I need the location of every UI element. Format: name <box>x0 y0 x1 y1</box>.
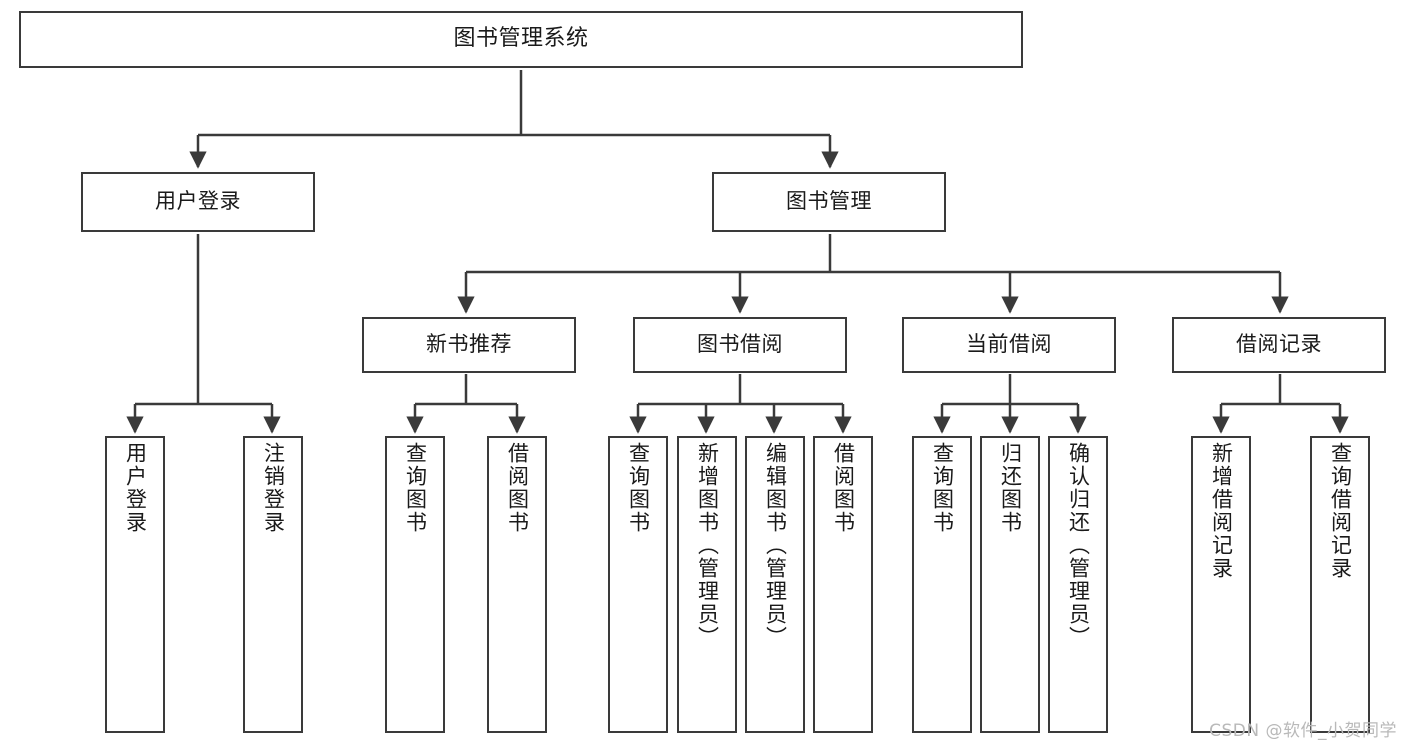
leaf-borrow-book-2[interactable]: 借阅图书 <box>813 436 873 733</box>
leaf-query-record-label: 查询借阅记录 <box>1328 442 1353 580</box>
leaf-query-book-1-label: 查询图书 <box>403 442 428 534</box>
leaf-edit-book[interactable]: 编辑图书（管理员） <box>745 436 805 733</box>
leaf-query-book-3-label: 查询图书 <box>930 442 955 534</box>
node-root[interactable]: 图书管理系统 <box>19 11 1023 68</box>
node-book-manage-label: 图书管理 <box>786 189 872 214</box>
leaf-borrow-book-1[interactable]: 借阅图书 <box>487 436 547 733</box>
node-user-login-label: 用户登录 <box>155 189 241 214</box>
node-root-label: 图书管理系统 <box>453 26 589 52</box>
watermark: CSDN @软件_小贺同学 <box>1209 721 1397 741</box>
leaf-query-book-1[interactable]: 查询图书 <box>385 436 445 733</box>
leaf-confirm-return[interactable]: 确认归还（管理员） <box>1048 436 1108 733</box>
leaf-query-book-3[interactable]: 查询图书 <box>912 436 972 733</box>
node-borrow-record[interactable]: 借阅记录 <box>1172 317 1386 373</box>
node-user-login[interactable]: 用户登录 <box>81 172 315 232</box>
leaf-add-book-label: 新增图书（管理员） <box>695 442 720 649</box>
leaf-borrow-book-2-label: 借阅图书 <box>831 442 856 534</box>
leaf-return-book[interactable]: 归还图书 <box>980 436 1040 733</box>
leaf-add-record[interactable]: 新增借阅记录 <box>1191 436 1251 733</box>
leaf-query-book-2-label: 查询图书 <box>626 442 651 534</box>
node-current-borrow-label: 当前借阅 <box>966 332 1052 357</box>
leaf-borrow-book-1-label: 借阅图书 <box>505 442 530 534</box>
node-borrow-record-label: 借阅记录 <box>1236 332 1322 357</box>
leaf-user-login[interactable]: 用户登录 <box>105 436 165 733</box>
leaf-return-book-label: 归还图书 <box>998 442 1023 534</box>
node-new-book-rec-label: 新书推荐 <box>426 332 512 357</box>
leaf-confirm-return-label: 确认归还（管理员） <box>1066 442 1091 649</box>
leaf-user-login-label: 用户登录 <box>123 442 148 534</box>
node-current-borrow[interactable]: 当前借阅 <box>902 317 1116 373</box>
leaf-query-book-2[interactable]: 查询图书 <box>608 436 668 733</box>
leaf-add-book[interactable]: 新增图书（管理员） <box>677 436 737 733</box>
node-book-borrow-label: 图书借阅 <box>697 332 783 357</box>
leaf-query-record[interactable]: 查询借阅记录 <box>1310 436 1370 733</box>
node-book-manage[interactable]: 图书管理 <box>712 172 946 232</box>
node-new-book-rec[interactable]: 新书推荐 <box>362 317 576 373</box>
node-book-borrow[interactable]: 图书借阅 <box>633 317 847 373</box>
leaf-edit-book-label: 编辑图书（管理员） <box>763 442 788 649</box>
leaf-logout-label: 注销登录 <box>261 442 286 534</box>
leaf-add-record-label: 新增借阅记录 <box>1209 442 1234 580</box>
leaf-logout[interactable]: 注销登录 <box>243 436 303 733</box>
